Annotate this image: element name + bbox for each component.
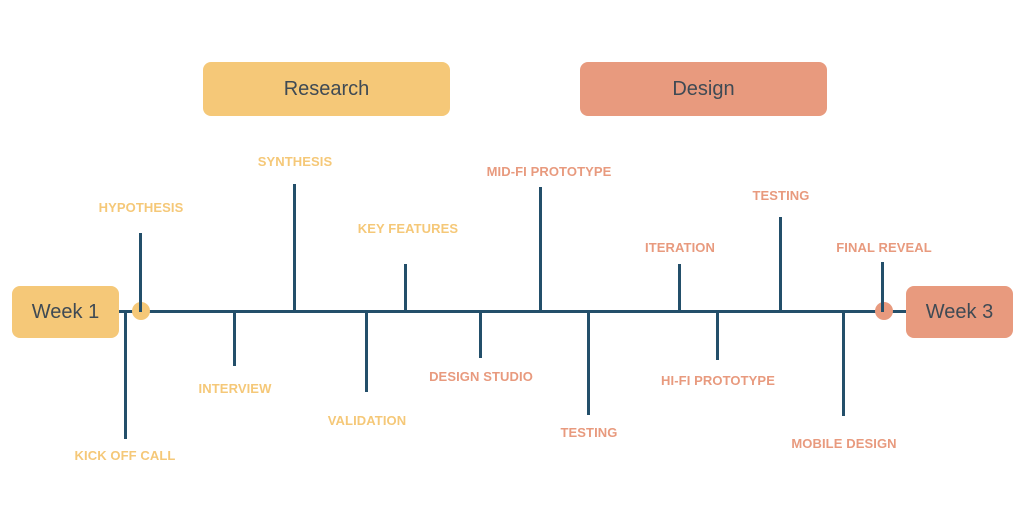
tick-synthesis: [293, 184, 296, 312]
tick-testing-2: [779, 217, 782, 312]
phase-research-box: Research: [203, 62, 450, 116]
week-end-label: Week 3: [925, 300, 994, 323]
week-end-box: Week 3: [906, 286, 1013, 338]
tick-hypothesis: [139, 233, 142, 312]
phase-research-label: Research: [283, 77, 370, 100]
tick-testing-1: [587, 311, 590, 415]
phase-design-label: Design: [672, 77, 735, 100]
milestone-kick-off-call: KICK OFF CALL: [74, 448, 176, 463]
tick-mid-fi-prototype: [539, 187, 542, 312]
tick-hi-fi-prototype: [716, 311, 719, 360]
milestone-iteration: ITERATION: [645, 240, 715, 255]
tick-iteration: [678, 264, 681, 312]
milestone-validation: VALIDATION: [327, 413, 407, 428]
timeline-axis: [119, 310, 907, 313]
tick-interview: [233, 311, 236, 366]
milestone-design-studio: DESIGN STUDIO: [429, 369, 533, 384]
week-start-box: Week 1: [12, 286, 119, 338]
milestone-testing-1: TESTING: [560, 425, 618, 440]
milestone-mobile-design: MOBILE DESIGN: [791, 436, 897, 451]
timeline-end-dot: [875, 302, 893, 320]
milestone-hypothesis: HYPOTHESIS: [98, 200, 184, 215]
milestone-key-features: KEY FEATURES: [357, 221, 459, 236]
tick-kick-off-call: [124, 311, 127, 439]
tick-key-features: [404, 264, 407, 312]
tick-final-reveal: [881, 262, 884, 312]
milestone-final-reveal: FINAL REVEAL: [836, 240, 932, 255]
milestone-interview: INTERVIEW: [198, 381, 272, 396]
milestone-synthesis: SYNTHESIS: [257, 154, 333, 169]
milestone-hi-fi-prototype: HI-FI PROTOTYPE: [661, 373, 775, 388]
week-start-label: Week 1: [31, 300, 100, 323]
phase-design-box: Design: [580, 62, 827, 116]
milestone-testing-2: TESTING: [752, 188, 810, 203]
tick-mobile-design: [842, 311, 845, 416]
tick-validation: [365, 311, 368, 392]
milestone-mid-fi-prototype: MID-FI PROTOTYPE: [486, 164, 612, 179]
tick-design-studio: [479, 311, 482, 358]
